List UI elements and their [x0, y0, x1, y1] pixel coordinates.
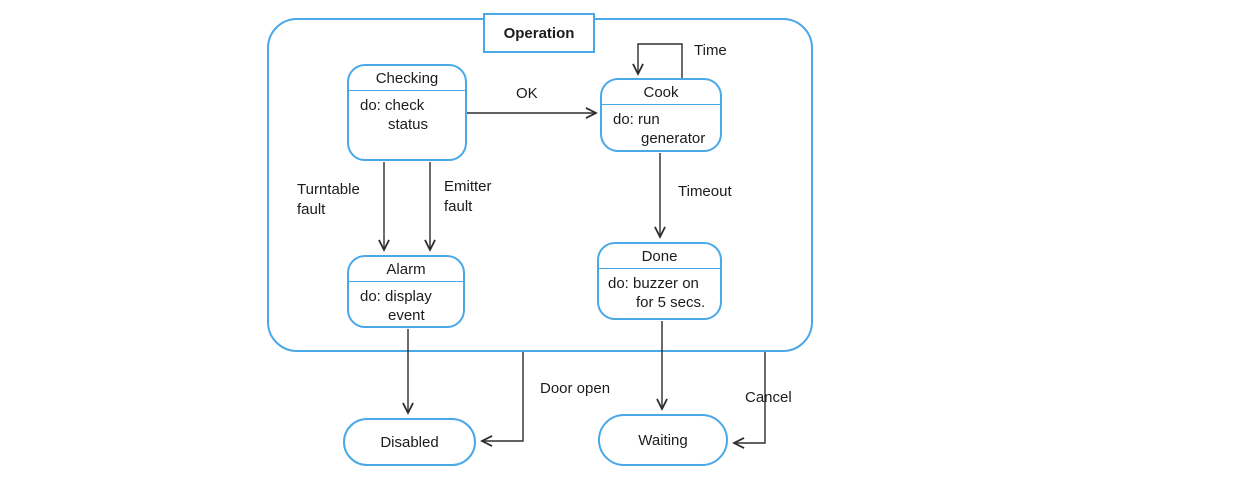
state-alarm-action: do: display event — [349, 282, 463, 325]
state-checking: Checking do: check status — [347, 64, 467, 161]
state-cook-name: Cook — [602, 80, 720, 105]
state-alarm-name: Alarm — [349, 257, 463, 282]
state-checking-action-line1: do: check — [360, 97, 425, 114]
transition-label-door-open: Door open — [540, 380, 611, 397]
state-cook: Cook do: run generator — [600, 78, 722, 152]
state-cook-action: do: run generator — [602, 105, 720, 148]
transition-arrow-cancel — [734, 352, 766, 443]
transition-arrow-time-self-loop — [638, 43, 683, 79]
state-alarm: Alarm do: display event — [347, 255, 465, 328]
state-checking-name: Checking — [349, 66, 465, 91]
transition-label-emitter-fault: Emitter fault — [444, 177, 492, 217]
state-waiting: Waiting — [598, 414, 728, 466]
transition-label-turntable-fault-line1: Turntable — [297, 181, 360, 198]
state-alarm-action-line2: event — [388, 307, 425, 324]
transition-label-turntable-fault-line2: fault — [297, 201, 326, 218]
transition-arrow-door-open — [482, 352, 524, 441]
state-done: Done do: buzzer on for 5 secs. — [597, 242, 722, 320]
transition-label-timeout: Timeout — [678, 183, 732, 200]
state-alarm-action-line1: do: display — [360, 288, 432, 305]
transition-label-emitter-fault-line2: fault — [444, 198, 473, 215]
state-waiting-name: Waiting — [638, 431, 688, 449]
transition-label-cancel: Cancel — [745, 389, 792, 406]
operation-title-label: Operation — [503, 24, 575, 42]
state-done-name: Done — [599, 244, 720, 269]
state-done-action: do: buzzer on for 5 secs. — [599, 269, 720, 312]
operation-title-box: Operation — [483, 13, 595, 53]
transition-label-emitter-fault-line1: Emitter — [444, 178, 492, 195]
state-cook-action-line2: generator — [641, 130, 706, 147]
state-disabled: Disabled — [343, 418, 476, 466]
state-checking-action-line2: status — [388, 116, 429, 133]
transition-label-ok: OK — [516, 85, 538, 102]
state-done-action-line2: for 5 secs. — [636, 294, 706, 311]
state-disabled-name: Disabled — [380, 433, 439, 451]
state-checking-action: do: check status — [349, 91, 465, 134]
state-done-action-line1: do: buzzer on — [608, 275, 699, 292]
transition-label-turntable-fault: Turntable fault — [297, 180, 360, 220]
transition-label-time: Time — [694, 42, 727, 59]
state-cook-action-line1: do: run — [613, 111, 660, 128]
